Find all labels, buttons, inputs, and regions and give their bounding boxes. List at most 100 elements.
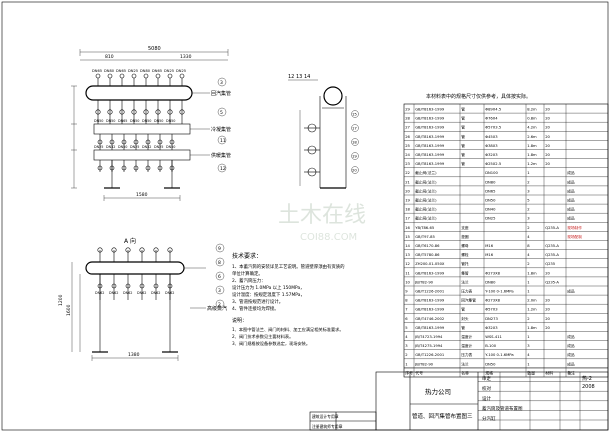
bom-cell: 压力表	[461, 352, 472, 357]
callout-number: 12	[220, 166, 226, 172]
side-dim-number: 20	[352, 168, 357, 173]
nozzle-mid-label: DN50	[130, 119, 139, 123]
bom-cell: 20	[545, 108, 550, 112]
nozzle-mid-label: DN50	[166, 119, 175, 123]
a-nozzle-label: DN62	[109, 291, 118, 295]
bom-cell: 管	[461, 125, 465, 130]
a-side-label: 高级蒸汽	[207, 305, 227, 312]
callout-bubble	[217, 107, 227, 117]
bom-cell: Φ38X3	[485, 144, 498, 148]
bom-cell: 29	[405, 108, 410, 112]
title-sheet-no: 热-2	[582, 375, 592, 382]
bom-cell: 垫圈	[461, 234, 469, 239]
bom-cell: 成品	[567, 216, 575, 221]
a-callout-number: 6	[218, 274, 221, 280]
bom-cell: 5	[527, 199, 530, 203]
bom-cell: 1	[405, 362, 407, 366]
bom-cell: M16	[485, 253, 494, 257]
bom-cell: 4	[527, 235, 530, 239]
bom-cell: 2	[527, 317, 529, 321]
tech-note-line: 2、蓄汽筒压力：	[232, 277, 266, 284]
side-callout-14: 14	[304, 74, 310, 80]
bom-cell: 截止阀(法兰)	[415, 170, 437, 175]
callout-bubble	[217, 77, 227, 87]
bom-cell: 1	[527, 290, 529, 294]
title-project: 蓄汽筒及管道布置图	[482, 405, 523, 412]
nozzle-top-label: DN25	[128, 69, 138, 73]
bom-cell: DN100	[485, 171, 498, 175]
bom-cell: DN80	[485, 180, 496, 184]
bom-cell: 3	[527, 189, 530, 193]
callout-bubble	[217, 135, 227, 145]
bom-cell: 13	[405, 253, 410, 257]
nozzle-low-label: DN50	[166, 145, 175, 149]
steam-header-pipe	[85, 85, 193, 101]
a-callout-bubble	[215, 257, 225, 267]
side-dim-bubble	[351, 152, 359, 160]
bom-cell: 4	[405, 335, 408, 339]
bom-cell: 2	[527, 262, 529, 266]
stamp-block: 建筑设计专用章 注册建筑师专用章	[309, 411, 377, 431]
bom-cell: 成品	[567, 334, 575, 339]
bom-cell: GB/T1226-2001	[415, 290, 444, 294]
tech-note-line: 4、管件连接均为焊接。	[232, 305, 279, 312]
bom-cell: 22	[405, 171, 410, 175]
label-cold-water: 冷凝集管	[211, 126, 231, 133]
bom-cell: 截止阀(法兰)	[415, 188, 437, 193]
watermark-en: COI88.COM	[300, 232, 357, 243]
dim-a: 810	[105, 54, 114, 60]
bom-cell: 5	[405, 326, 408, 330]
nozzle-top-label: DN65	[116, 69, 126, 73]
bom-cell: 2	[527, 180, 529, 184]
bom-cell: 24	[405, 153, 410, 157]
watermark-cn: 土木在线	[278, 203, 366, 228]
bom-cell: 成品	[567, 289, 575, 294]
bom-cell: JB/T82-90	[414, 280, 433, 284]
title-checked: 校对	[482, 385, 491, 392]
bom-cell: 2.0m	[527, 299, 537, 303]
bom-cell: 法兰	[461, 279, 469, 284]
bom-cell: 4.2m	[527, 126, 537, 130]
bom-cell: Φ25X2.5	[485, 162, 502, 166]
bom-cell: 23	[405, 162, 410, 166]
bom-cell: 管	[461, 325, 465, 330]
bom-cell: 管	[461, 143, 465, 148]
bom-cell: 封头	[461, 316, 469, 321]
watermark: 土木在线 COI88.COM	[278, 203, 366, 243]
a-callout-number: 3	[218, 288, 221, 294]
bom-cell: Φ273X8	[485, 271, 500, 275]
condensate-header-pipe	[93, 123, 191, 135]
bom-cell: 1.8m	[527, 271, 537, 275]
bom-cell: 2.6m	[527, 135, 537, 139]
bom-cell: GB/T8163-1999	[415, 308, 445, 312]
bom-cell: Φ273X8	[485, 299, 500, 303]
bom-cell: 0.8m	[527, 117, 537, 121]
nozzle-low-label: DN32	[106, 145, 115, 149]
bom-cell: 截止阀(法兰)	[415, 207, 437, 212]
bom-cell: 20	[545, 126, 550, 130]
bom-cell: 截止阀(法兰)	[415, 179, 437, 184]
label-steam-header: 回汽集管	[211, 90, 231, 97]
bom-cell: 20	[545, 299, 550, 303]
bom-cell: 集管	[461, 270, 469, 275]
nozzle-top-label: DN80	[104, 69, 115, 73]
notes2-title: 说明：	[232, 317, 247, 324]
bom-cell: 25	[405, 144, 410, 148]
bom-cell: DN40	[485, 208, 496, 212]
tech-note-line: 设计温度：按规定温度下 1.57MPa，	[232, 291, 305, 298]
a-callout-bubble	[215, 299, 225, 309]
bom-cell: 回汽集管	[461, 298, 476, 303]
nozzle-low-label: DN25	[94, 145, 103, 149]
bom-cell: 管	[461, 134, 465, 139]
bom-cell: 成品	[567, 179, 575, 184]
bom-cell: 1.8m	[527, 153, 537, 157]
tech-notes-title: 技术要求：	[232, 252, 262, 260]
bom-cell: 8	[527, 244, 530, 248]
nozzle-top-label: DN25	[176, 69, 186, 73]
bom-cell: 26	[405, 135, 410, 139]
bom-cell: 3	[527, 217, 530, 221]
bom-cell: Φ45X3	[485, 135, 498, 139]
note2-line: 2、阀门技术参数见主要材料表。	[232, 333, 293, 340]
side-dim-number: 15	[352, 112, 357, 117]
